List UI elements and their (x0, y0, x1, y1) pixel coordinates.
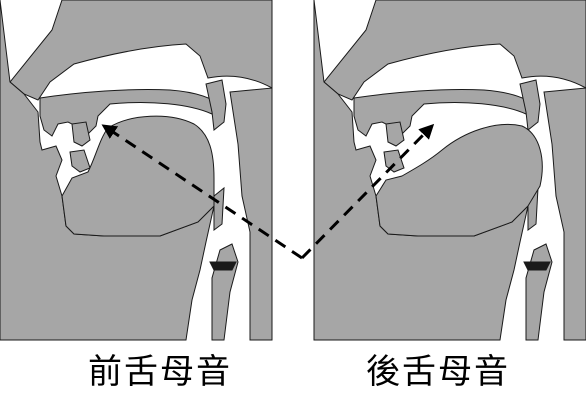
front-vowel-caption: 前舌母音 (40, 352, 280, 392)
back-vowel-tract (314, 0, 586, 340)
front-vowel-tract (0, 0, 272, 340)
back-vowel-caption: 後舌母音 (318, 352, 558, 392)
